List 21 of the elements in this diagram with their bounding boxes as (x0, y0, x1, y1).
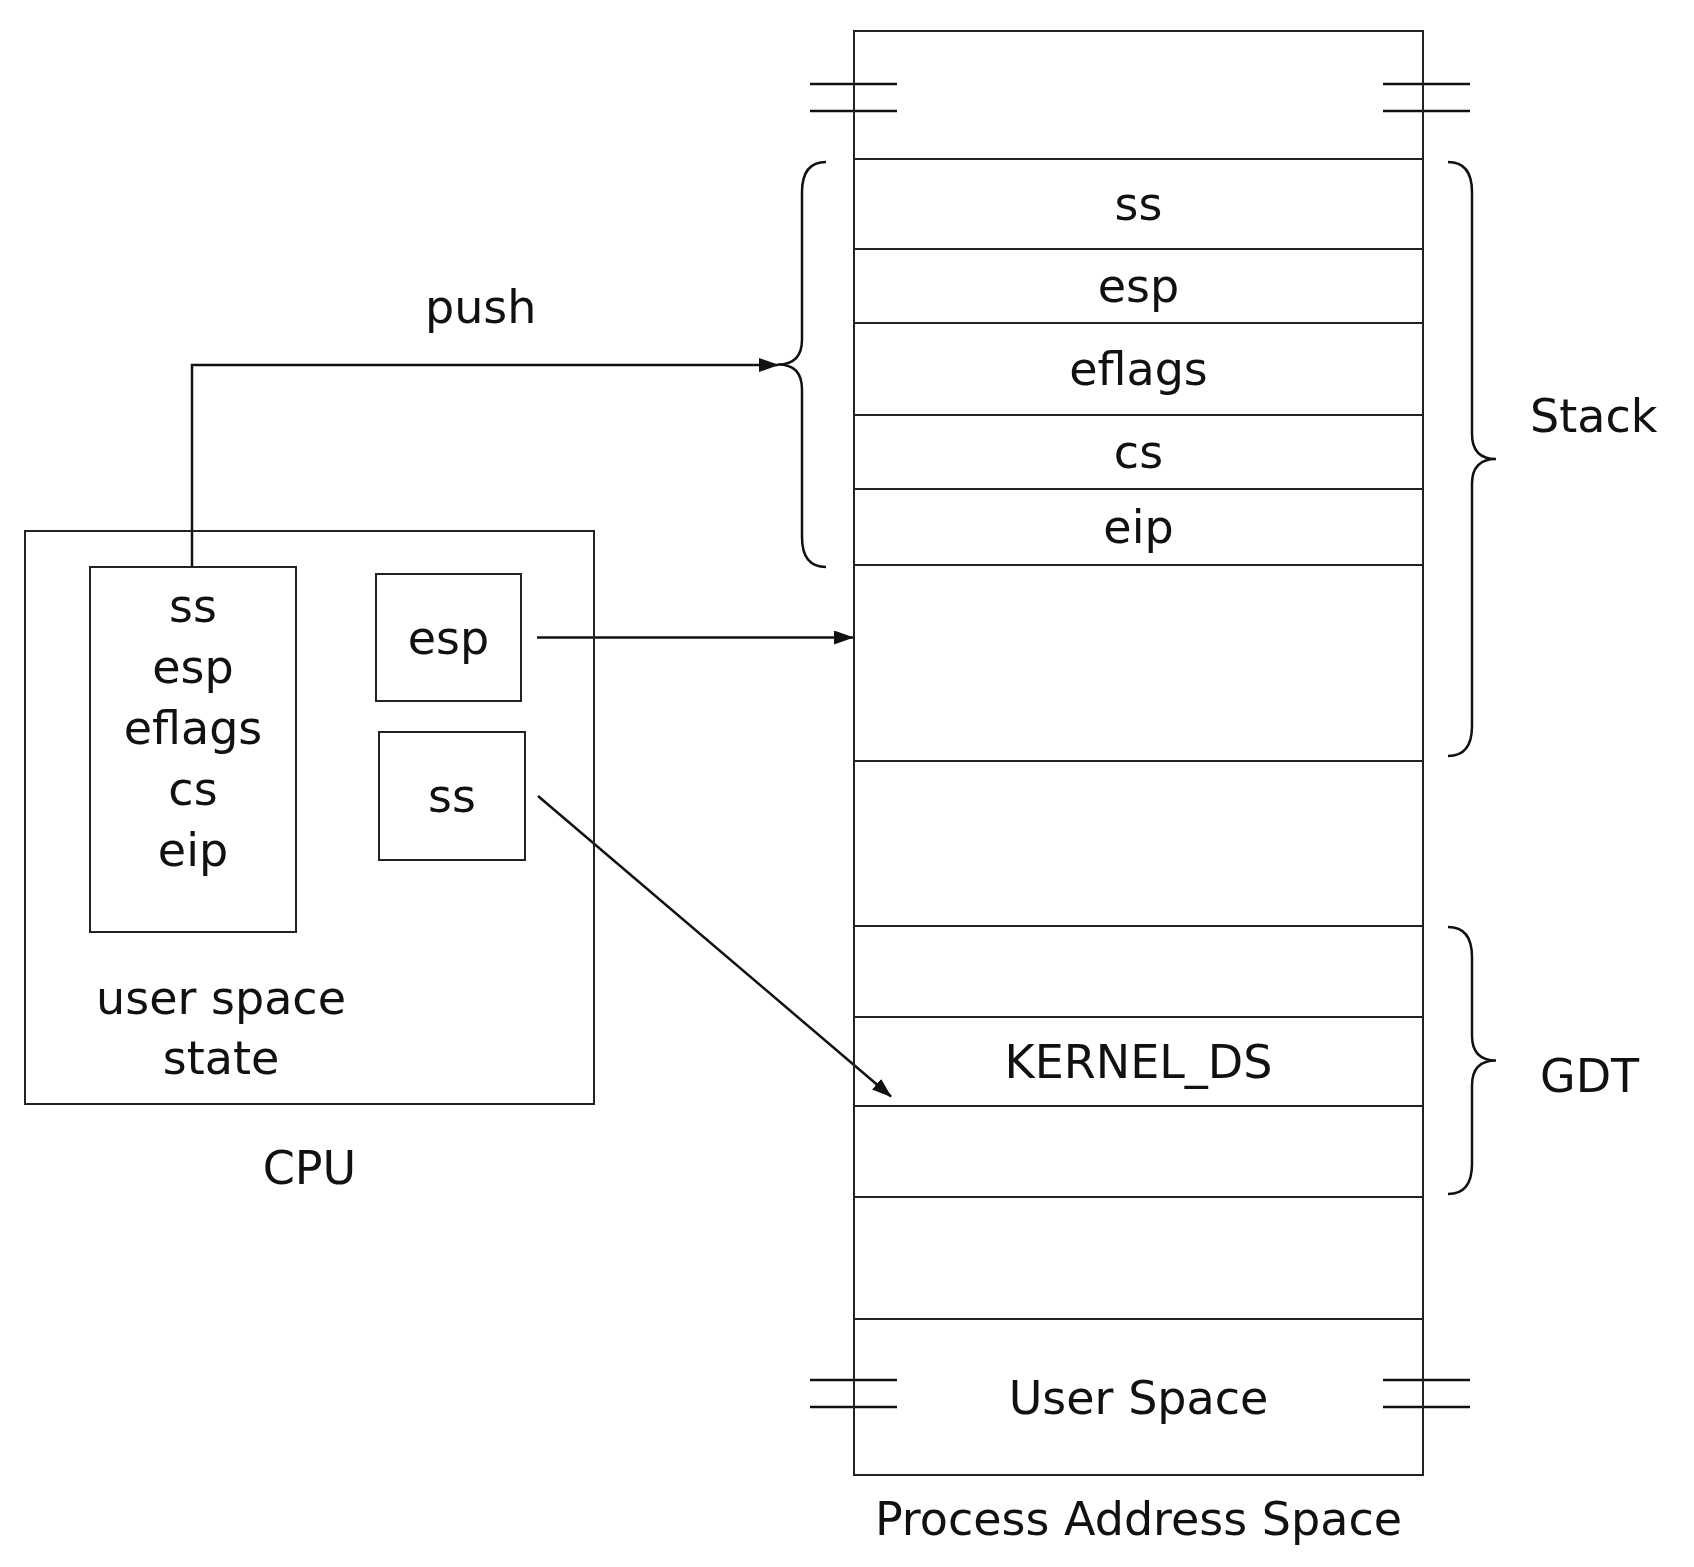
register-name: User Space (1008, 1370, 1269, 1427)
brace-label: GDT (1540, 1048, 1640, 1105)
register-name: KERNEL_DS (1004, 1033, 1273, 1091)
brace (776, 160, 827, 569)
register-name: ss (428, 768, 476, 825)
register-name: cs (1113, 424, 1164, 481)
register-name: esp (1097, 258, 1180, 315)
cpu-label: CPU (261, 1140, 358, 1197)
register-name: ss (1114, 176, 1163, 233)
brace-label: Stack (1530, 388, 1658, 445)
register-name: esp (407, 609, 490, 667)
arrow (190, 358, 779, 566)
register-name: eip (1103, 499, 1174, 556)
column-caption: Process Address Space (873, 1491, 1404, 1548)
register-box (375, 573, 522, 702)
node-label: user space state (95, 970, 347, 1087)
register-list: ss esp eflags cs eip (91, 576, 295, 881)
arrow (537, 795, 892, 1098)
register-box (378, 731, 526, 861)
register-name: eflags (1069, 341, 1208, 398)
arrow (537, 630, 854, 645)
